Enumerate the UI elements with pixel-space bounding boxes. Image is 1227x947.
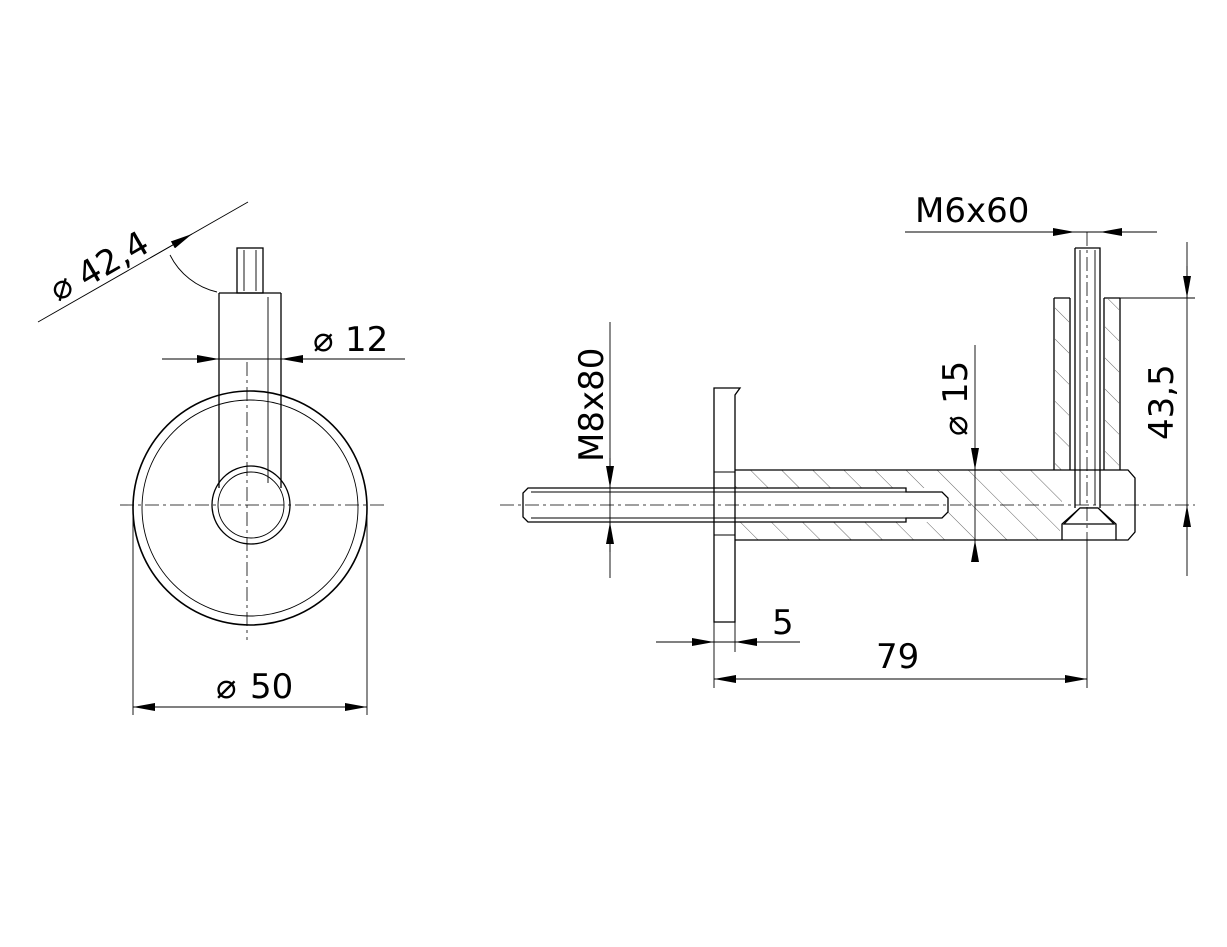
dim-79-label: 79 — [876, 637, 919, 677]
dim-42-4-symbol: ⌀ — [43, 265, 81, 310]
dim-15-label: 15 — [936, 361, 976, 404]
dim-43-5-label: 43,5 — [1142, 364, 1182, 440]
dim-12-symbol: ⌀ — [313, 320, 333, 360]
dim-12-label: 12 — [345, 320, 388, 360]
dim-50-label: 50 — [250, 667, 293, 707]
side-view: M8x80 ⌀ 15 M6x60 43,5 5 79 — [500, 191, 1195, 688]
front-view: ⌀ 42,4 ⌀ 12 ⌀ 50 — [37, 201, 405, 715]
dim-m6x60-label: M6x60 — [915, 191, 1029, 231]
dim-42-4-label: 42,4 — [71, 223, 157, 295]
outer-disc — [132, 390, 368, 626]
thread-stud — [236, 247, 264, 294]
dim-15-symbol: ⌀ — [936, 416, 976, 436]
tube-right-wall — [1103, 297, 1121, 470]
dim-50-symbol: ⌀ — [216, 667, 236, 707]
body-hatch-upper — [735, 470, 1060, 488]
dim-42-4-line — [37, 201, 249, 323]
dim-42-4-arc — [169, 254, 218, 293]
body-hatch-lower — [735, 522, 1060, 540]
inner-disc-chamfer — [141, 399, 359, 617]
dim-5-label: 5 — [772, 603, 794, 643]
tube-left-wall — [1053, 297, 1071, 470]
m6-screw — [1074, 247, 1101, 508]
dim-m8x80-label: M8x80 — [572, 348, 612, 462]
flange-plate — [713, 387, 742, 623]
